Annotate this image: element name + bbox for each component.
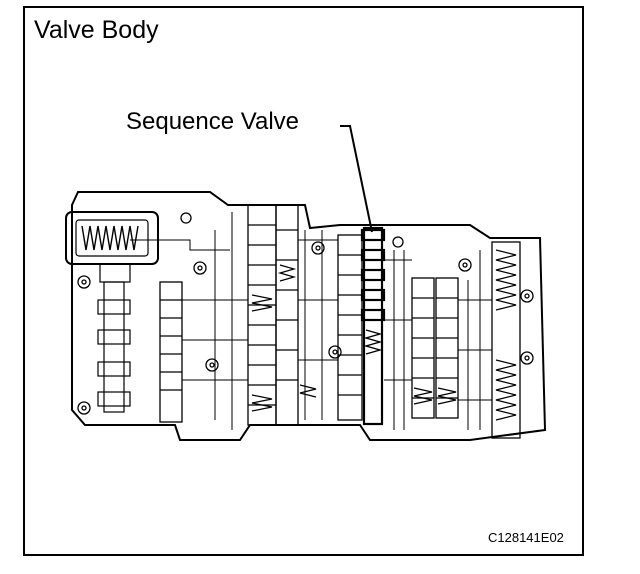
sequence-valve-spool <box>360 226 386 426</box>
small-springs <box>251 264 457 412</box>
mounting-holes <box>77 212 534 415</box>
figure-id: C128141E02 <box>488 530 564 545</box>
figure-frame <box>23 6 584 556</box>
valve-bores <box>159 204 459 426</box>
figure-title: Valve Body <box>34 16 159 44</box>
right-spring-pack <box>491 241 521 439</box>
sequence-valve-label: Sequence Valve <box>126 108 300 135</box>
left-solenoid-block <box>65 211 159 413</box>
valve-body-outline <box>71 191 547 441</box>
sequence-valve-leader-line <box>340 125 373 233</box>
fluid-passages <box>130 212 492 430</box>
